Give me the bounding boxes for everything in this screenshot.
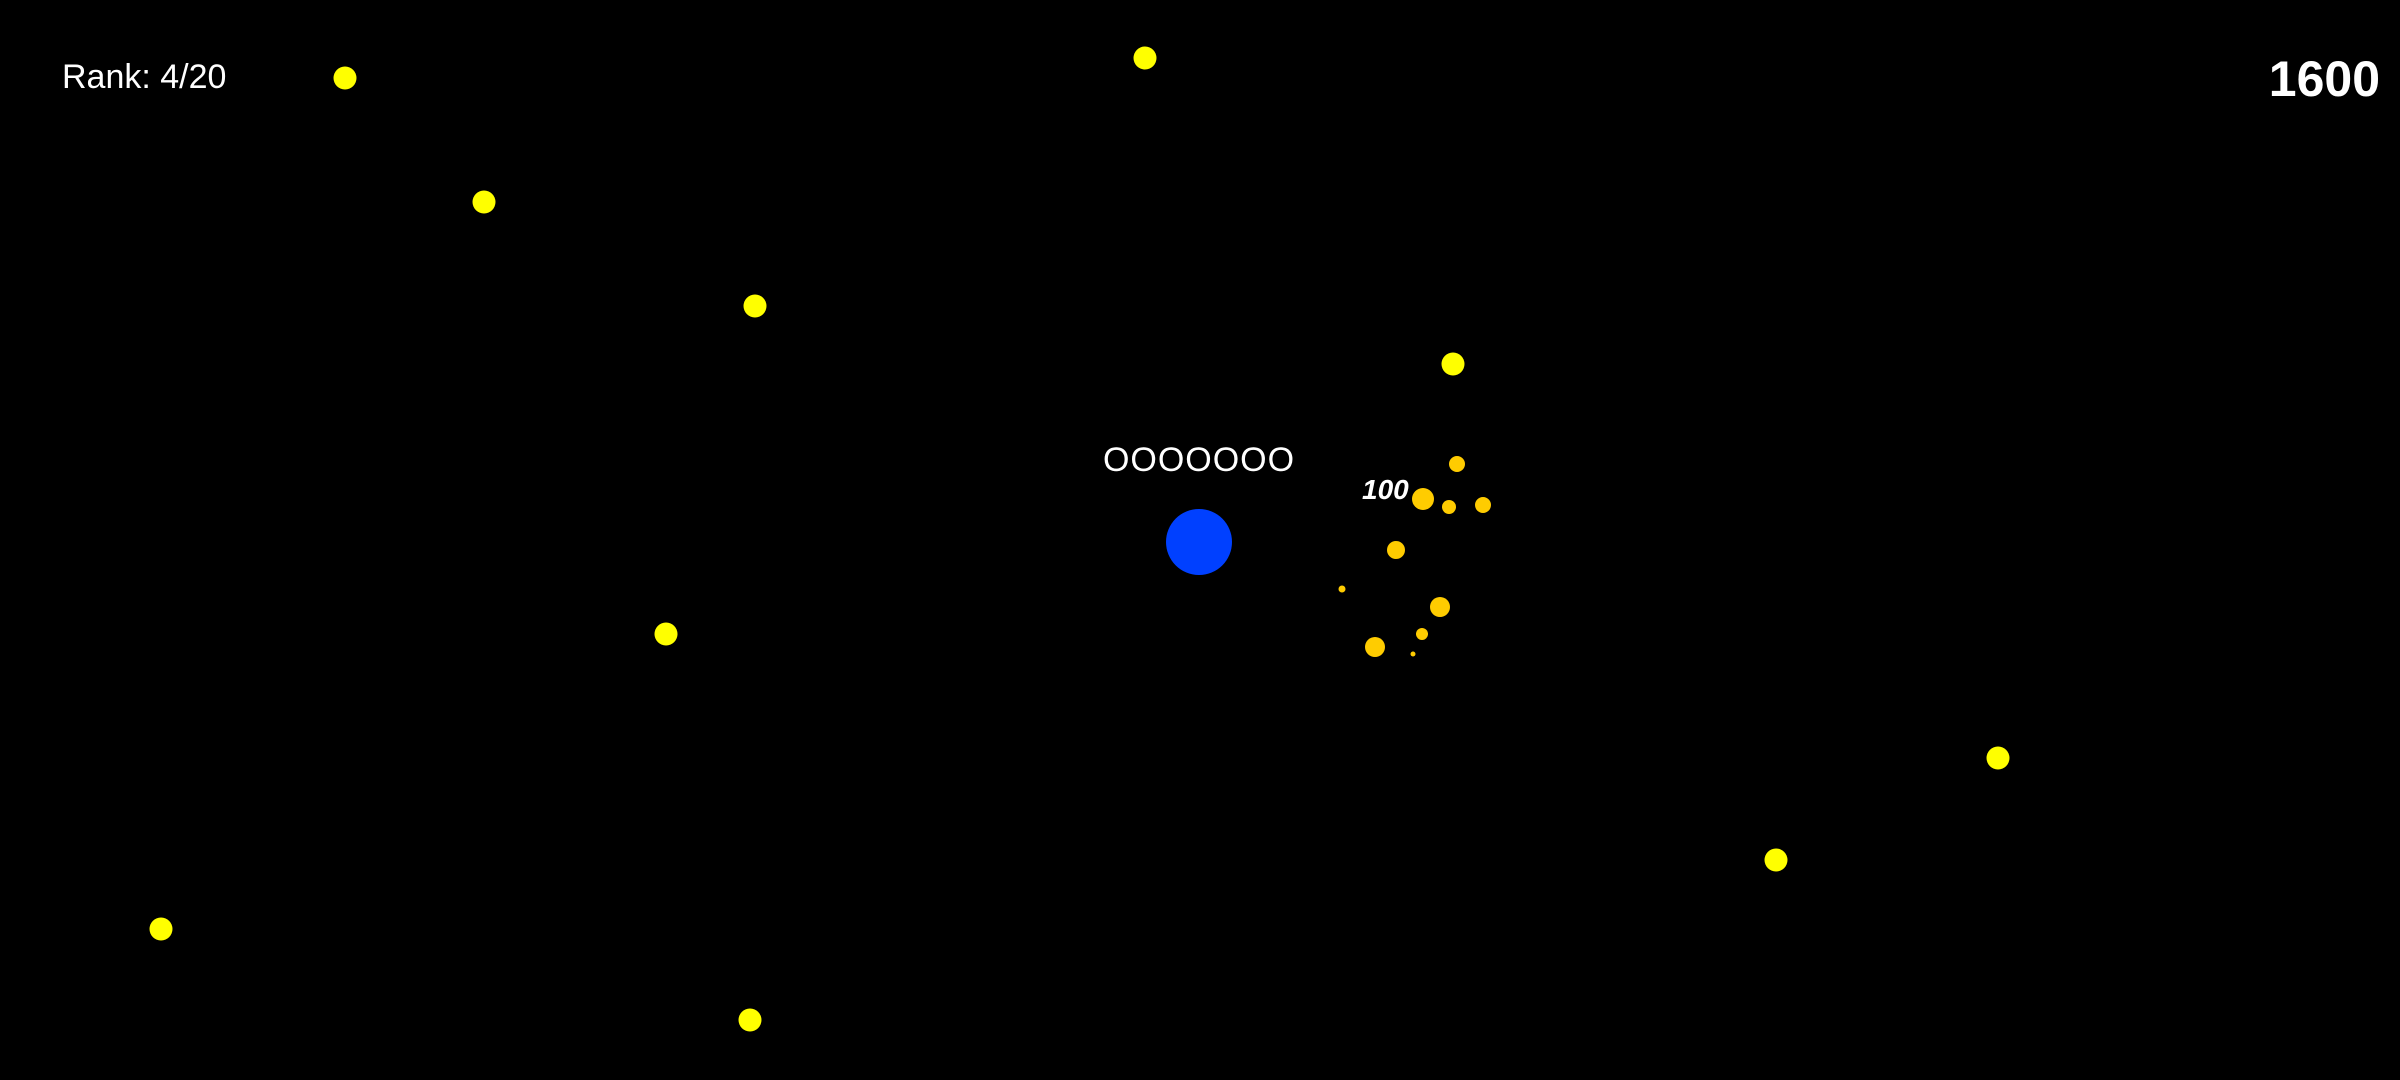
food-dot (333, 66, 357, 90)
score-popup: 100 (1362, 474, 1409, 505)
ejected-pellet (1365, 637, 1385, 657)
food-dot (1764, 848, 1788, 872)
ejected-pellet (1338, 585, 1346, 593)
ejected-pellet (1475, 497, 1491, 513)
food-dot (149, 917, 173, 941)
food-layer (149, 46, 2010, 1032)
food-dot (1441, 352, 1465, 376)
food-dot (1133, 46, 1157, 70)
rank-indicator: Rank: 4/20 (62, 58, 227, 96)
food-dot (1986, 746, 2010, 770)
ejected-pellet (1416, 628, 1428, 640)
ejected-pellet (1412, 488, 1434, 510)
food-dot (743, 294, 767, 318)
food-dot (654, 622, 678, 646)
ejected-pellet (1410, 651, 1416, 657)
food-dot (472, 190, 496, 214)
pellet-layer (1338, 456, 1491, 657)
ejected-pellet (1442, 500, 1456, 514)
score-display: 1600 (2268, 51, 2380, 107)
ejected-pellet (1387, 541, 1405, 559)
ejected-pellet (1430, 597, 1450, 617)
player-name: OOOOOOO (1102, 441, 1296, 479)
food-dot (738, 1008, 762, 1032)
player-cell (1166, 509, 1232, 575)
ejected-pellet (1449, 456, 1465, 472)
